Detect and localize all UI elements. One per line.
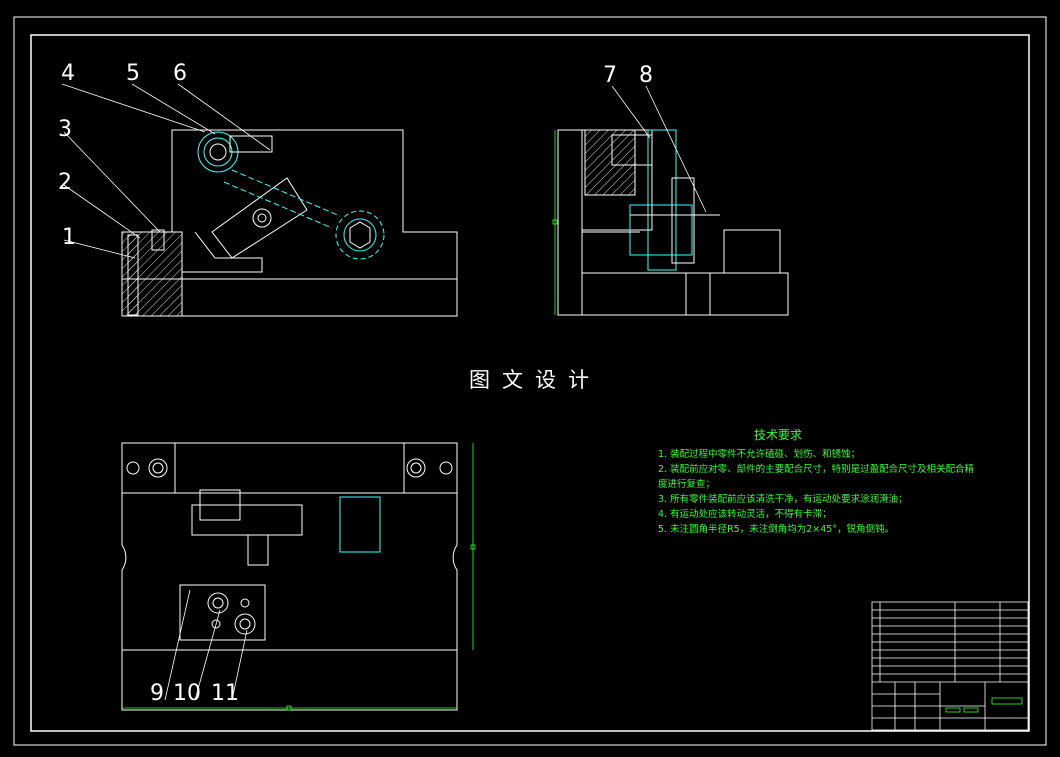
technical-requirements: 技术要求 1. 装配过程中零件不允许磕碰、划伤、和锈蚀； 2. 装配前应对零、部…: [658, 428, 975, 537]
leaders-top: [164, 589, 248, 701]
part-number-10: 10: [173, 681, 201, 706]
requirement-item: 度进行复查；: [658, 479, 716, 490]
side-view: [557, 129, 789, 316]
top-view-dims: [122, 443, 476, 711]
part-number-2: 2: [58, 170, 72, 195]
title-block: [871, 601, 1029, 731]
part-number-4: 4: [61, 61, 75, 86]
inner-frame: [30, 34, 1030, 732]
technical-requirements-heading: 技术要求: [753, 428, 802, 442]
leaders-side: [611, 85, 707, 213]
requirement-item: 1. 装配过程中零件不允许磕碰、划伤、和锈蚀；: [658, 449, 861, 460]
requirement-item: 3. 所有零件装配前应该清洗干净，有运动处要求涂润滑油；: [658, 494, 908, 505]
outer-frame: [13, 16, 1047, 746]
part-number-3: 3: [58, 117, 72, 142]
part-number-6: 6: [173, 61, 187, 86]
drawing-title: 图文设计: [469, 368, 601, 392]
part-number-8: 8: [639, 63, 653, 88]
requirement-item: 4. 有运动处应该转动灵活，不得有卡滞；: [658, 509, 832, 520]
part-number-9: 9: [150, 681, 164, 706]
part-number-11: 11: [211, 681, 239, 706]
side-view-dims: [552, 130, 558, 315]
leaders-front: [61, 83, 271, 259]
part-number-7: 7: [603, 63, 617, 88]
front-view: [121, 129, 458, 317]
part-number-5: 5: [126, 61, 140, 86]
top-view: [121, 442, 458, 711]
part-number-1: 1: [62, 225, 76, 250]
requirement-item: 5. 未注圆角半径R5，未注倒角均为2×45°，锐角倒钝。: [658, 524, 895, 535]
requirement-item: 2. 装配前应对零、部件的主要配合尺寸，特别是过盈配合尺寸及相关配合精: [658, 464, 975, 475]
